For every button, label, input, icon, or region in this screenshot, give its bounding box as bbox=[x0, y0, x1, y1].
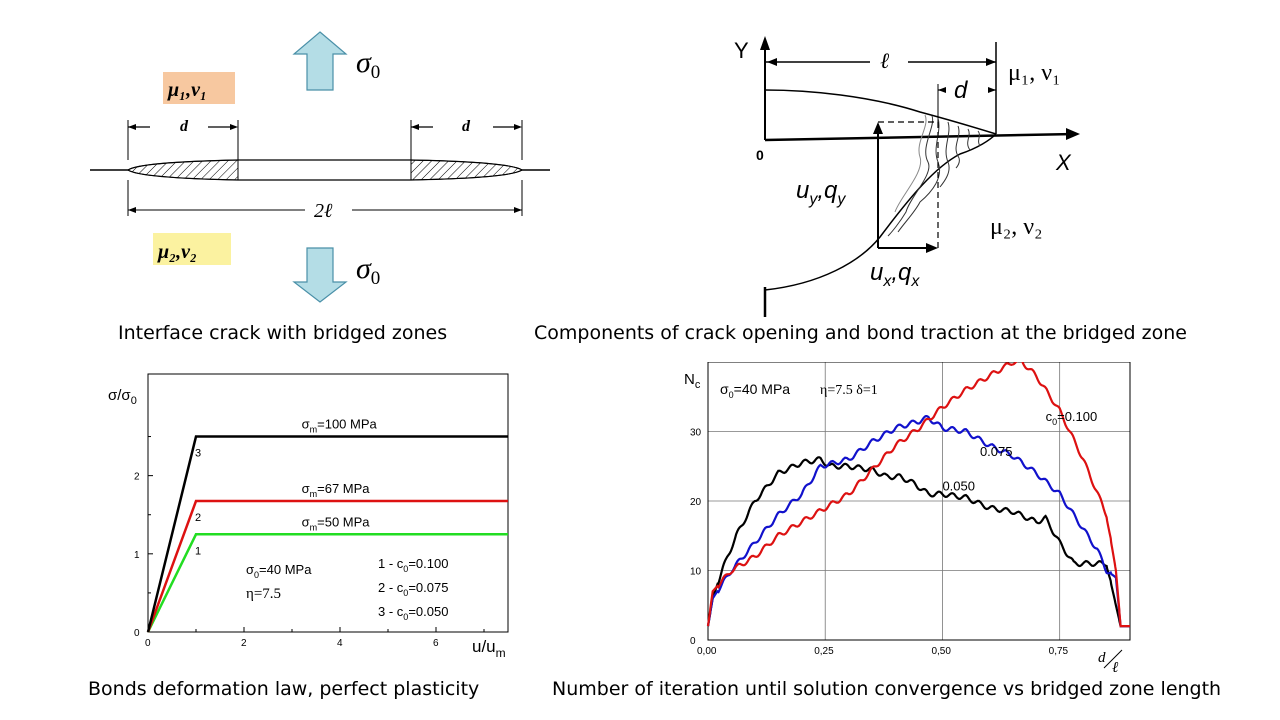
l-dim-arrowhead-l bbox=[767, 58, 777, 66]
ux-qx-label: ux,qx bbox=[870, 259, 920, 290]
y-axis-arrowhead bbox=[760, 36, 770, 50]
x-tick-label: 0,75 bbox=[1049, 646, 1069, 657]
x-axis-label: u/um bbox=[472, 637, 506, 660]
legend-item-1: 1 - c0=0.100 bbox=[378, 556, 448, 574]
panel2-caption: Components of crack opening and bond tra… bbox=[534, 322, 1187, 344]
material2-label-bg bbox=[153, 233, 231, 265]
length-arrowhead-l bbox=[128, 207, 136, 213]
note-sigma0: σ0=40 MPa bbox=[246, 562, 312, 580]
d-right-arrowhead-l bbox=[411, 124, 419, 130]
material1-label: μ₁,ν₁ bbox=[167, 79, 207, 101]
sigma0-top-label: σ0 bbox=[356, 46, 380, 83]
d-label: d bbox=[954, 77, 968, 104]
y-axis-label: σ/σ0 bbox=[108, 387, 137, 407]
d-dim-arrowhead-r bbox=[988, 87, 996, 93]
series-c0=0.100-label: c0=0.100 bbox=[1046, 409, 1098, 427]
material1-label: μ₁, ν₁ bbox=[1008, 60, 1060, 86]
uy-arrowhead bbox=[873, 122, 883, 134]
y-axis-label: Nc bbox=[684, 371, 701, 391]
sigma0-bottom-label: σ0 bbox=[356, 252, 380, 289]
plot-frame bbox=[147, 373, 509, 633]
note-sigma0: σ0=40 MPa bbox=[720, 381, 790, 400]
svg-text:d: d bbox=[1098, 650, 1106, 666]
series-2-label: σm=67 MPa bbox=[302, 481, 371, 499]
series-3-label: σm=100 MPa bbox=[302, 417, 378, 435]
x-tick-label: 2 bbox=[241, 638, 247, 649]
crack-shape bbox=[126, 159, 524, 181]
d-right-label: d bbox=[462, 118, 471, 135]
y-tick-label: 10 bbox=[690, 567, 702, 578]
x-axis-arrowhead bbox=[1066, 128, 1080, 140]
bridged-zone-right bbox=[410, 159, 523, 181]
panel4-caption: Number of iteration until solution conve… bbox=[552, 678, 1222, 700]
x-axis-label: X bbox=[1055, 150, 1072, 175]
bridging-bonds bbox=[887, 114, 981, 237]
plot-frame bbox=[707, 362, 1131, 641]
svg-text:ℓ: ℓ bbox=[1112, 660, 1118, 672]
uy-qy-label: uy,qy bbox=[796, 177, 846, 208]
x-tick-label: 0 bbox=[145, 638, 151, 649]
sigma0-down-arrow bbox=[292, 247, 348, 303]
y-tick-label: 2 bbox=[134, 472, 140, 483]
series-2-number: 2 bbox=[195, 512, 201, 524]
origin-label: 0 bbox=[756, 147, 764, 163]
sigma0-up-arrow bbox=[292, 31, 348, 91]
d-right-arrowhead-r bbox=[514, 124, 522, 130]
series-1-label: σm=50 MPa bbox=[302, 514, 371, 532]
series-3-line bbox=[146, 435, 508, 633]
series-c0=0.075-line bbox=[706, 415, 1130, 628]
x-tick-label: 4 bbox=[337, 638, 343, 649]
y-tick-label: 0 bbox=[134, 628, 140, 639]
panel1-caption: Interface crack with bridged zones bbox=[118, 322, 448, 344]
material2-label: μ₂, ν₂ bbox=[990, 214, 1042, 240]
material1-label-bg bbox=[163, 72, 235, 104]
material2-label: μ₂,ν₂ bbox=[157, 241, 197, 263]
legend-item-2: 2 - c0=0.075 bbox=[378, 580, 448, 598]
l-dim-arrowhead-r bbox=[986, 58, 996, 66]
legend-item-3: 3 - c0=0.050 bbox=[378, 604, 448, 622]
length-label: 2ℓ bbox=[314, 200, 333, 222]
x-tick-label: 0,25 bbox=[814, 646, 834, 657]
x-axis-label: d ℓ bbox=[1098, 649, 1123, 672]
series-3-number: 3 bbox=[195, 448, 201, 460]
iteration-count-chart: 0,00 0,25 0,50 0,75 0 10 20 30 0.050 0.075 c0=0.1… bbox=[684, 362, 1131, 672]
upper-crack-face bbox=[764, 89, 997, 135]
series-c0=0.050-label: 0.050 bbox=[942, 479, 975, 494]
crack-opening-diagram: Y X 0 ℓ d μ₁, ν₁ uy,qy ux,qx μ₂, ν₂ bbox=[734, 36, 1080, 317]
x-tick-label: 0,50 bbox=[931, 646, 951, 657]
ux-arrowhead bbox=[926, 243, 938, 253]
note-params: η=7.5 δ=1 bbox=[820, 383, 878, 398]
series-1-line bbox=[146, 533, 508, 633]
l-label: ℓ bbox=[880, 48, 890, 73]
y-tick-label: 20 bbox=[690, 497, 702, 508]
y-tick-label: 30 bbox=[690, 428, 702, 439]
panel3-caption: Bonds deformation law, perfect plasticit… bbox=[88, 678, 480, 700]
series-1-number: 1 bbox=[195, 545, 201, 557]
x-tick-label: 0,00 bbox=[697, 646, 717, 657]
d-dim-arrowhead-l bbox=[938, 87, 946, 93]
series-c0=0.075-label: 0.075 bbox=[980, 444, 1013, 459]
bridged-zone-left bbox=[127, 159, 239, 181]
y-tick-label: 0 bbox=[690, 636, 696, 647]
length-arrowhead-r bbox=[514, 207, 522, 213]
series-c0=0.050-line bbox=[706, 456, 1130, 628]
y-axis-label: Y bbox=[734, 38, 749, 63]
interface-crack-diagram: σ0 μ₁,ν₁ d d 2ℓ μ₂,ν₂ σ0 bbox=[90, 31, 550, 303]
lower-crack-face bbox=[764, 133, 997, 291]
x-tick-label: 6 bbox=[433, 638, 439, 649]
d-left-label: d bbox=[180, 118, 189, 135]
series-c0=0.100-line bbox=[706, 362, 1130, 628]
d-left-arrowhead-l bbox=[128, 124, 136, 130]
x-axis bbox=[764, 132, 1076, 142]
series-2-line bbox=[146, 499, 508, 633]
note-eta: η=7.5 bbox=[246, 586, 281, 602]
y-tick-label: 1 bbox=[134, 550, 140, 561]
d-left-arrowhead-r bbox=[230, 124, 238, 130]
